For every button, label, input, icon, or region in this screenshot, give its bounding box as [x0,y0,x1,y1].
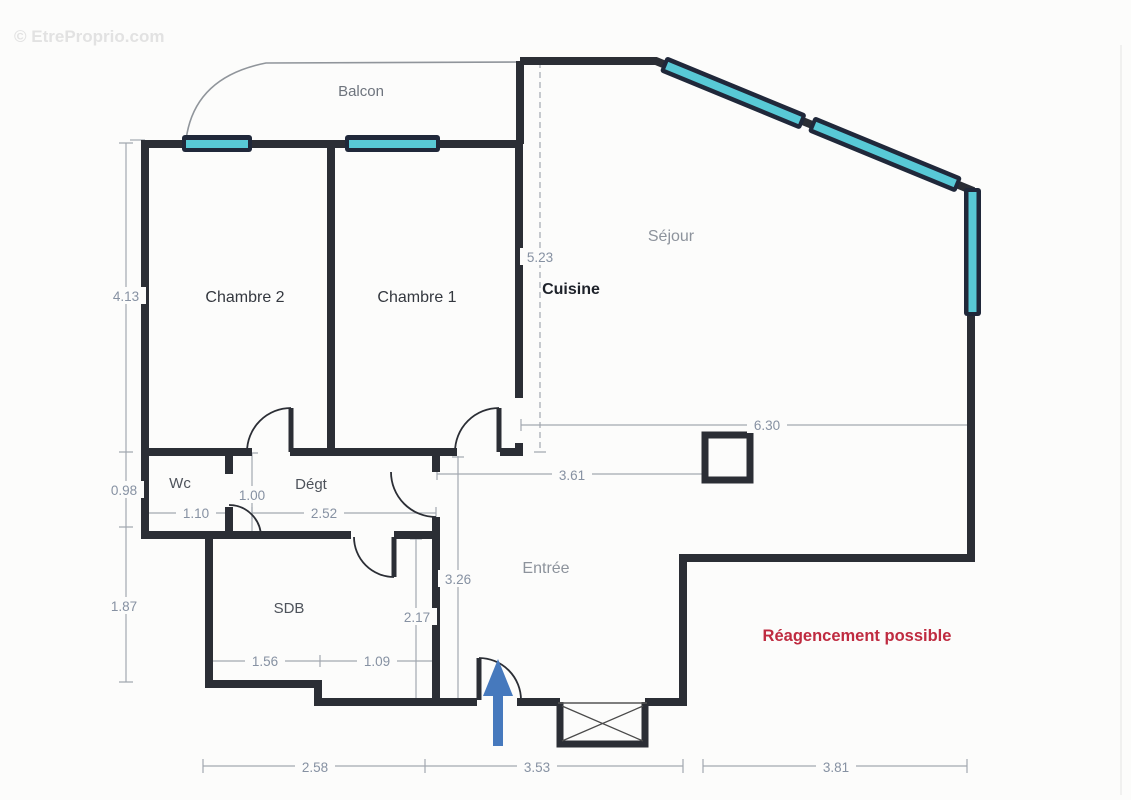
room-label-degt: Dégt [295,476,328,493]
dim-degt-width: 2.52 [311,506,337,521]
window-sejour-upper [660,57,806,129]
room-label-sdb: SDB [274,600,305,617]
dimension-labels: 4.13 0.98 1.87 1.10 2.52 1.00 5.23 3.61 … [104,248,856,775]
room-label-sejour: Séjour [648,228,695,245]
dim-entree-width: 3.61 [559,468,585,483]
room-label-balcon: Balcon [338,83,384,100]
room-label-chambre1: Chambre 1 [377,289,456,306]
dim-sdb-left-height: 1.87 [111,599,137,614]
dim-bottom-right: 3.81 [823,760,849,775]
window-sejour-lower [808,117,962,192]
room-label-entree: Entrée [522,560,569,577]
dim-sejour-width: 6.30 [754,418,780,433]
watermark: © EtreProprio.com [14,27,164,46]
dim-sdb-width-right: 1.09 [364,654,390,669]
interior-walls [145,144,523,702]
dim-bottom-middle: 3.53 [524,760,550,775]
window-chambre2 [182,135,252,152]
dim-degt-nook-height: 1.00 [239,488,265,503]
dim-bottom-left: 2.58 [302,760,328,775]
balcony-outline [185,61,521,141]
dim-wc-height: 0.98 [111,483,137,498]
room-label-chambre2: Chambre 2 [205,289,284,306]
outer-wall [141,57,975,706]
window-chambre1 [345,135,440,152]
doors [228,407,522,701]
elevator-shaft [556,702,649,748]
dim-sdb-right-height: 2.17 [404,610,430,625]
room-label-cuisine: Cuisine [542,281,600,298]
dim-cuisine-height: 5.23 [527,250,553,265]
dim-wc-width: 1.10 [183,506,209,521]
annotation-text: Réagencement possible [763,627,952,645]
dim-chambres-height: 4.13 [113,289,139,304]
entrance-arrow [483,659,513,746]
room-label-wc: Wc [169,475,191,492]
column-post [701,431,754,484]
dim-entree-height: 3.26 [445,572,471,587]
dim-sdb-width-left: 1.56 [252,654,278,669]
window-sejour-side [964,188,981,316]
